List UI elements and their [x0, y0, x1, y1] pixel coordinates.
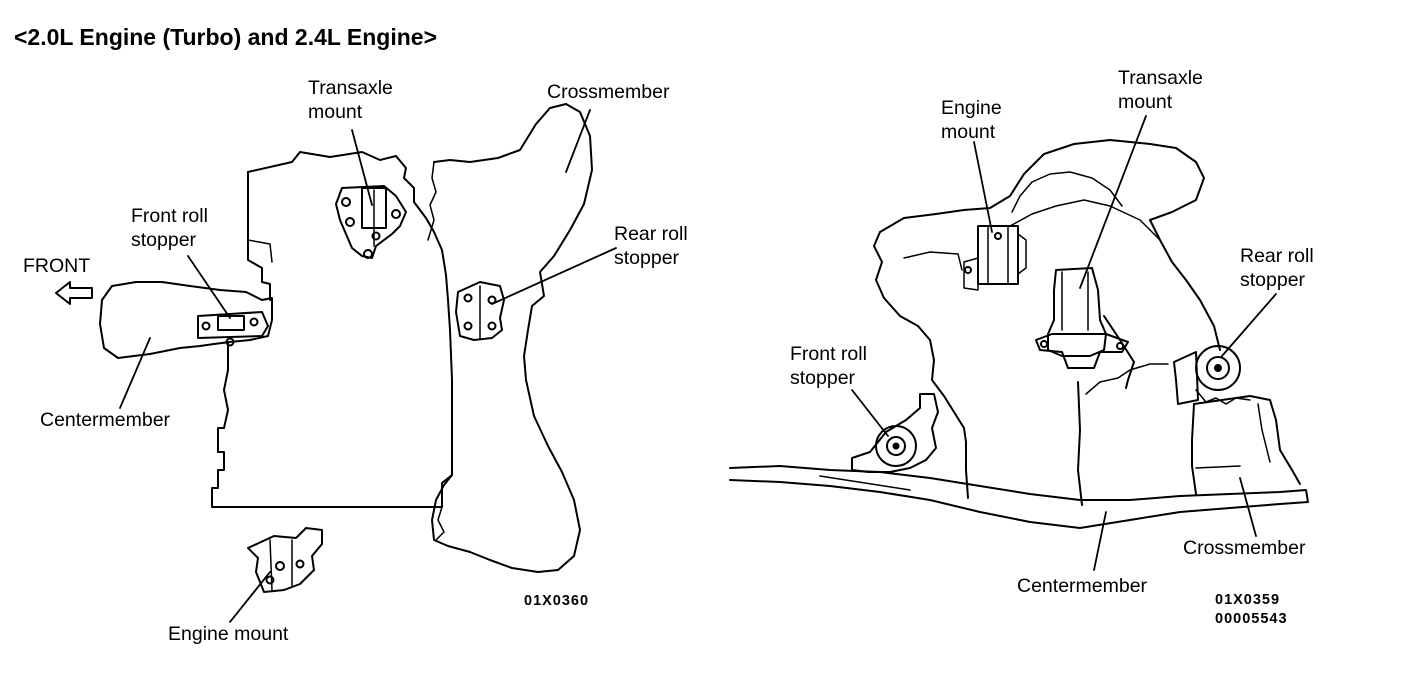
right-crossmember-outline — [1191, 395, 1301, 495]
label-right-front-roll-stopper: Front roll stopper — [790, 343, 867, 389]
label-left-front-roll-stopper: Front roll stopper — [131, 205, 208, 251]
leader-left-front-roll-stopper — [187, 255, 231, 319]
leader-left-engine-mount — [229, 571, 271, 623]
left-rear-roll-stopper-part — [455, 281, 505, 341]
leader-right-centermember — [1093, 511, 1107, 571]
right-rear-roll-stopper-part — [1173, 345, 1251, 405]
leader-right-crossmember — [1239, 477, 1257, 537]
label-right-centermember: Centermember — [1017, 575, 1148, 597]
left-centermember-outline — [99, 281, 273, 359]
label-left-rear-roll-stopper: Rear roll stopper — [614, 223, 688, 269]
label-right-transaxle-mount: Transaxle mount — [1118, 67, 1203, 113]
right-centermember-outline — [729, 465, 1309, 529]
leader-left-centermember — [119, 337, 151, 409]
label-left-engine-mount: Engine mount — [168, 623, 289, 645]
leader-right-rear-roll-stopper — [1221, 293, 1277, 357]
leader-left-crossmember — [565, 109, 591, 173]
leader-left-transaxle-mount — [351, 129, 373, 206]
label-right-engine-mount: Engine mount — [941, 97, 1002, 143]
right-front-roll-stopper-part — [851, 393, 939, 473]
label-left-crossmember: Crossmember — [547, 81, 670, 103]
code-right-figure: 01X0359 00005543 — [1215, 592, 1288, 627]
label-left-centermember: Centermember — [40, 409, 171, 431]
label-left-transaxle-mount: Transaxle mount — [308, 77, 393, 123]
figure-title: <2.0L Engine (Turbo) and 2.4L Engine> — [14, 24, 438, 50]
label-front: FRONT — [23, 255, 91, 277]
leader-right-transaxle-mount — [1079, 115, 1147, 289]
leader-right-engine-mount — [973, 141, 993, 233]
code-left-figure: 01X0360 — [524, 593, 590, 609]
left-front-roll-stopper-part — [197, 311, 269, 347]
label-right-crossmember: Crossmember — [1183, 537, 1306, 559]
leader-right-front-roll-stopper — [851, 389, 889, 437]
front-arrow — [55, 281, 93, 305]
leader-left-rear-roll-stopper — [491, 247, 617, 305]
label-right-rear-roll-stopper: Rear roll stopper — [1240, 245, 1314, 291]
right-engine-outline — [873, 139, 1221, 506]
left-engine-mount-part — [247, 527, 323, 593]
right-transaxle-mount-part — [1035, 267, 1129, 369]
left-transaxle-mount-part — [335, 185, 407, 259]
left-crossmember-outline — [427, 103, 593, 573]
right-engine-mount-part — [963, 225, 1027, 291]
left-engine-outline — [211, 151, 453, 508]
